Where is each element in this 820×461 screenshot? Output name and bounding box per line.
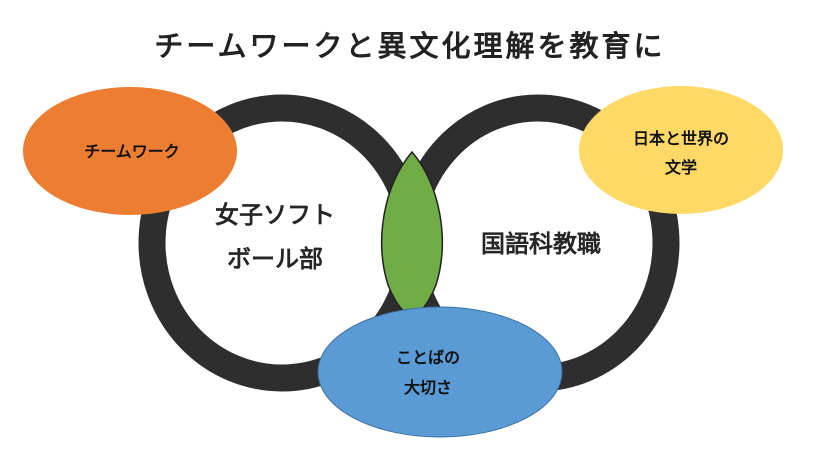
left-ring-label-line2: ボール部	[227, 245, 323, 273]
words-label-line2: 大切さ	[404, 378, 452, 397]
left-ring-label-line1: 女子ソフト	[215, 201, 335, 229]
right-ring-label: 国語科教職	[481, 230, 601, 258]
words-label-line1: ことばの	[396, 348, 460, 367]
literature-label-line2: 文学	[665, 158, 697, 177]
literature-label-line1: 日本と世界の	[633, 129, 729, 148]
teamwork-label: チームワーク	[84, 142, 180, 161]
teamwork-bubble	[23, 87, 237, 215]
diagram-title: チームワークと異文化理解を教育に	[154, 29, 665, 63]
words-bubble	[317, 306, 563, 438]
literature-bubble	[579, 86, 783, 214]
